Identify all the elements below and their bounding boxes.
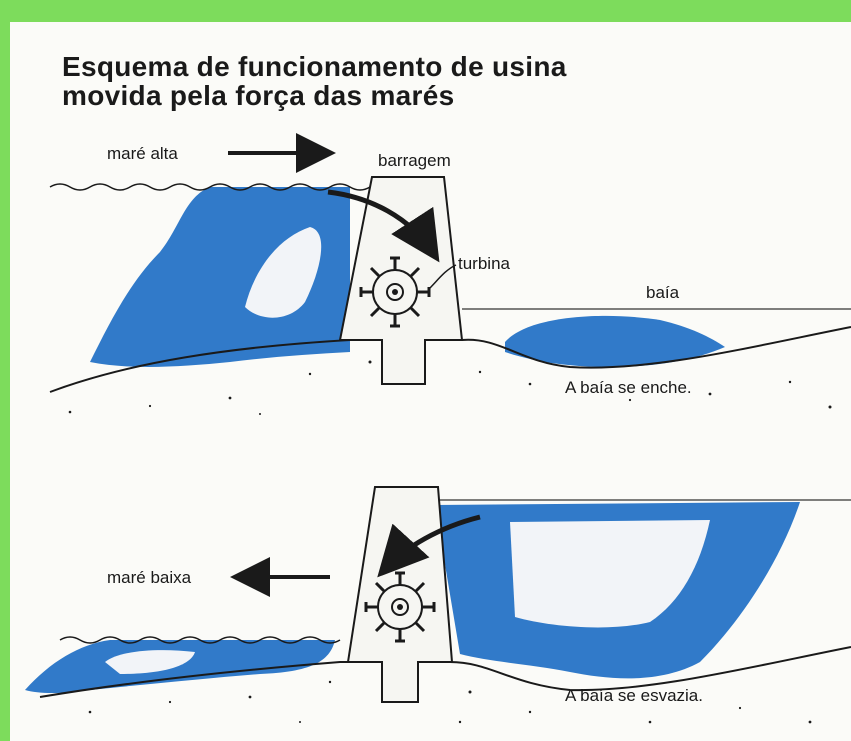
turbine-top[interactable] [359,256,431,328]
seabed-bottom [39,646,851,698]
diagram-title: Esquema de funcionamento de usina movida… [62,52,567,110]
dam-top[interactable] [338,176,464,385]
caption-bay-fills: A baía se enche. [565,378,692,397]
figure-frame: Esquema de funcionamento de usina movida… [10,22,851,741]
water-highlight [245,227,322,318]
seabed-top [49,326,851,393]
sea-surface-waves [49,183,371,191]
sea-surface-waves-low [59,636,341,644]
turbine-bottom[interactable] [364,571,436,643]
label-mare-alta: maré alta [107,144,178,163]
turbine-leader-top [427,264,457,291]
sea-water-low-highlight [105,650,195,674]
bay-water-high [505,315,725,367]
tidal-plant-diagram: maré alta barragem turbina baía A baía s… [25,133,851,724]
label-baia: baía [646,283,680,302]
label-mare-baixa: maré baixa [107,568,192,587]
caption-bay-empties: A baía se esvazia. [565,686,703,705]
top-panel: maré alta barragem turbina baía A baía s… [49,133,851,397]
label-turbina: turbina [458,254,511,273]
sand-speckles [68,360,832,724]
sea-water-low [25,640,335,693]
title-line-1: Esquema de funcionamento de usina [62,51,567,82]
sea-water-high [90,187,350,367]
bay-water-highlight [510,520,710,628]
flow-arrow-bottom [377,514,481,578]
flow-arrow-top [327,189,440,263]
label-barragem: barragem [378,151,451,170]
title-line-2: movida pela força das marés [62,80,455,111]
bottom-panel: maré baixa A baía se esvazia. [25,486,851,705]
dam-bottom[interactable] [346,486,454,703]
